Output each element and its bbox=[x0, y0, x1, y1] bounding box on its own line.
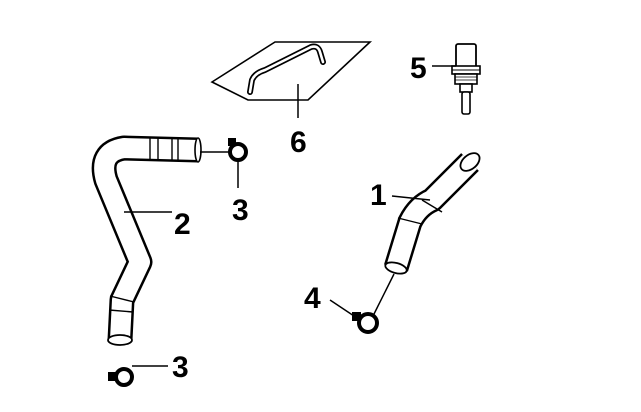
callout-5: 5 bbox=[410, 52, 427, 85]
callout-4: 4 bbox=[304, 282, 321, 315]
pipe-inner bbox=[248, 45, 325, 94]
part-5-sensor bbox=[432, 43, 481, 115]
callout-1: 1 bbox=[370, 179, 387, 212]
callout-2: 2 bbox=[174, 208, 191, 241]
plate-outline bbox=[210, 41, 373, 101]
sensor-head bbox=[455, 43, 477, 69]
sensor-tip bbox=[461, 91, 471, 115]
clamp-tab bbox=[352, 312, 361, 321]
part-4-clamp bbox=[329, 273, 395, 334]
callout-3-lower: 3 bbox=[172, 351, 189, 384]
part-3-clamp-upper bbox=[228, 138, 248, 188]
callout-3-upper: 3 bbox=[232, 194, 249, 227]
part-3-clamp-lower bbox=[108, 365, 168, 387]
sensor-thread bbox=[454, 73, 478, 85]
leader-4 bbox=[329, 299, 355, 317]
hose-1-inner bbox=[386, 154, 478, 271]
clamp-tab bbox=[228, 138, 236, 146]
part-6-pipe-plate bbox=[210, 41, 373, 118]
part-1-hose bbox=[384, 152, 481, 275]
callout-6: 6 bbox=[290, 126, 307, 159]
hose-2-inner bbox=[94, 138, 199, 341]
leader-1 bbox=[391, 195, 431, 201]
part-2-hose bbox=[91, 135, 232, 346]
clamp-tab bbox=[108, 372, 117, 381]
